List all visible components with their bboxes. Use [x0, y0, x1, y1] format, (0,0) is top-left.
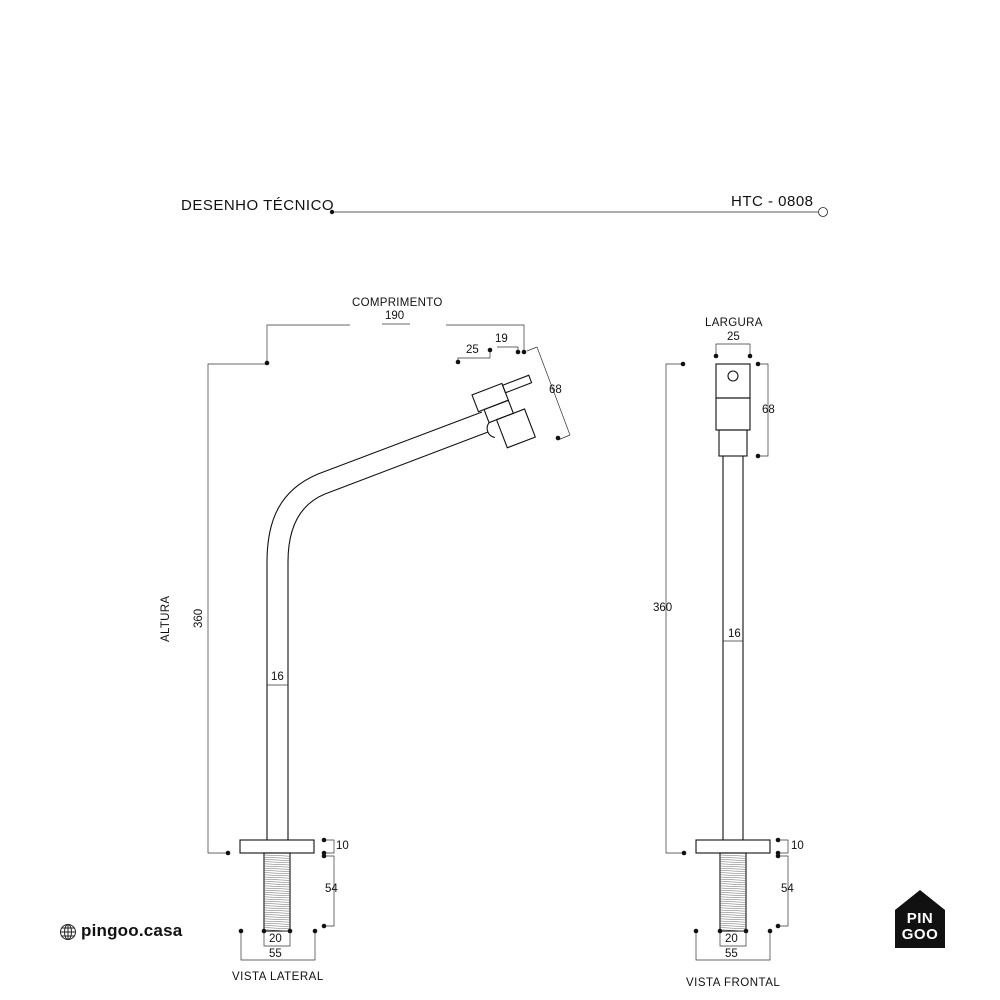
side-dim-20: 20 — [269, 933, 282, 945]
side-dim-54: 54 — [325, 883, 338, 895]
header-code: HTC - 0808 — [731, 193, 814, 210]
altura-value: 360 — [193, 608, 205, 628]
front-dim-55: 55 — [725, 948, 738, 960]
front-view-faucet — [695, 363, 771, 932]
side-view-label: VISTA LATERAL — [232, 971, 324, 983]
side-dim-16: 16 — [271, 671, 284, 683]
globe-icon — [60, 924, 76, 940]
largura-label: LARGURA — [705, 317, 763, 329]
side-dim-55: 55 — [269, 948, 282, 960]
side-dim-10: 10 — [336, 840, 349, 852]
front-dim-16: 16 — [728, 628, 741, 640]
front-dim-54: 54 — [781, 883, 794, 895]
header-rule-start-dot — [329, 209, 335, 215]
logo-line1: PIN — [906, 910, 934, 927]
pingoo-house-logo — [895, 890, 945, 948]
front-thread-hatch — [719, 854, 747, 932]
side-thread-hatch — [263, 854, 291, 932]
header-rule-end-circle — [818, 207, 828, 217]
front-view-label: VISTA FRONTAL — [686, 977, 781, 989]
side-dim-19: 19 — [495, 333, 508, 345]
front-dim-68: 68 — [762, 404, 775, 416]
side-view-faucet — [239, 374, 537, 932]
largura-value: 25 — [727, 331, 740, 343]
header-title: DESENHO TÉCNICO — [181, 197, 335, 214]
side-dim-25: 25 — [466, 344, 479, 356]
front-dim-20: 20 — [725, 933, 738, 945]
front-dim-360: 360 — [653, 602, 673, 614]
comprimento-label: COMPRIMENTO — [352, 297, 443, 309]
side-dim-68: 68 — [549, 384, 562, 396]
pingoo-logo: PIN GOO — [895, 892, 945, 948]
front-dim-10: 10 — [791, 840, 804, 852]
brand-link[interactable]: pingoo.casa — [81, 921, 183, 940]
comprimento-value: 190 — [385, 310, 405, 322]
logo-line2: GOO — [901, 926, 939, 943]
altura-label: ALTURA — [160, 595, 172, 642]
